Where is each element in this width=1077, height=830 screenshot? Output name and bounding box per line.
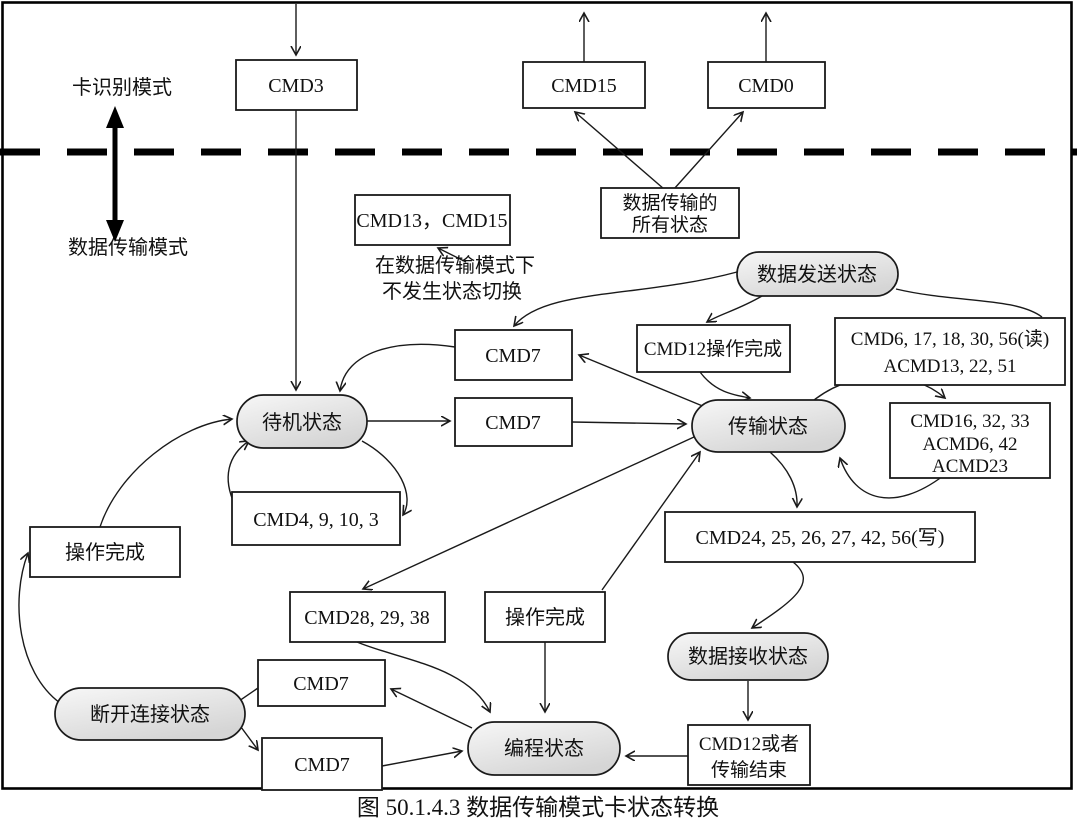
edge-allstates-to-cmd15 [575, 112, 665, 190]
cmd28-29-38-box [289, 591, 446, 643]
edge-note-to-cmd13box [438, 248, 467, 263]
edge-disconnect-to-opdoneleft [18, 553, 61, 704]
cmd13-cmd15-label: CMD13，CMD15 [356, 210, 507, 232]
cmd7-transfer-to-standby-label: CMD7 [485, 345, 541, 367]
op-done-left-label: 操作完成 [65, 541, 145, 564]
cmd4-9-10-3-label: CMD4, 9, 10, 3 [253, 509, 379, 531]
edge-datasend-to-cmd7upper [514, 271, 738, 326]
edge-transfer-to-cmd7upper [579, 355, 706, 408]
edge-cmd7upper-to-standby [340, 343, 456, 391]
edge-datasend-to-cmd12done [707, 295, 763, 322]
read-cmds-box [834, 317, 1066, 386]
cmd3-label: CMD3 [268, 75, 324, 97]
op-done-bottom-label: 操作完成 [505, 606, 585, 629]
edge-transfer-to-writecmds [769, 451, 797, 507]
edge-cmd28-to-programming [356, 641, 490, 712]
cmd7-standby-to-transfer-label: CMD7 [485, 412, 541, 434]
edge-writecmds-to-datareceive [752, 561, 805, 628]
select-cmds-label-line3: ACMD23 [932, 456, 1008, 477]
select-cmds-box [889, 402, 1051, 479]
op-done-bottom-box [484, 591, 606, 643]
state-nodes: 待机状态 传输状态 数据发送状态 数据接收状态 断开连接状态 编程状态 [54, 251, 899, 776]
cmd12-or-end-label-line2: 传输结束 [711, 759, 787, 781]
edge-opdonebottom-to-transfer [601, 452, 700, 591]
cmd7-disconnect-lower-label: CMD7 [294, 754, 350, 776]
cmd0-label: CMD0 [738, 75, 794, 97]
cmd12-done-box [636, 324, 791, 373]
edge-transfer-to-cmd28 [363, 436, 695, 589]
select-cmds-label-line2: ACMD6, 42 [922, 434, 1017, 455]
edge-cmd7disclower-to-programming [381, 751, 462, 767]
cmd7-disconnect-lower-box [261, 737, 383, 791]
command-boxes: CMD3 CMD15 CMD0 数据传输的 所有状态 CMD13，CMD15 C… [29, 59, 1066, 791]
all-states-label-line1: 数据传输的 [622, 192, 717, 214]
edge-selectcmds-to-transfer [840, 458, 944, 499]
edge-allstates-to-cmd0 [673, 112, 743, 190]
mode-switch-double-arrow-icon [106, 106, 124, 242]
cmd15-label: CMD15 [551, 75, 617, 97]
data-transfer-mode-label: 数据传输模式 [68, 236, 188, 259]
data-send-state-label: 数据发送状态 [757, 263, 877, 286]
cmd12-or-end-label-line1: CMD12或者 [699, 733, 799, 755]
cmd28-29-38-label: CMD28, 29, 38 [304, 607, 430, 629]
card-identification-mode-label: 卡识别模式 [72, 76, 172, 99]
select-cmds-label-line1: CMD16, 32, 33 [910, 411, 1029, 432]
data-receive-state-label: 数据接收状态 [688, 645, 808, 668]
cmd7-transfer-to-standby-box [454, 329, 573, 381]
figure-border [1, 1, 1073, 790]
cmd3-box [235, 59, 358, 111]
write-cmds-box [664, 511, 976, 563]
standby-state-label: 待机状态 [262, 411, 342, 434]
cmd0-box [707, 61, 826, 109]
cmd7-disconnect-upper-label: CMD7 [293, 673, 349, 695]
read-cmds-label-line2: ACMD13, 22, 51 [883, 356, 1016, 377]
all-states-label-line2: 所有状态 [632, 214, 708, 236]
edges [18, 4, 1043, 767]
note-line1: 在数据传输模式下 [375, 254, 535, 277]
cmd12-or-end-box [687, 724, 811, 786]
disconnect-state-node [54, 687, 246, 741]
disconnect-state-label: 断开连接状态 [90, 703, 210, 726]
figure-caption: 图 50.1.4.3 数据传输模式卡状态转换 [357, 795, 719, 820]
cmd7-disconnect-upper-box [257, 659, 386, 707]
cmd12-done-label: CMD12操作完成 [644, 338, 782, 360]
cmd7-standby-to-transfer-box [454, 397, 573, 447]
edge-readcmds-to-datasend [895, 288, 1043, 318]
programming-state-node [467, 721, 621, 776]
standby-state-node [236, 394, 368, 449]
transfer-state-label: 传输状态 [728, 415, 808, 438]
all-states-box [600, 187, 740, 239]
op-done-left-box [29, 526, 181, 578]
transfer-state-node [691, 399, 846, 453]
edge-opdoneleft-to-standby [99, 419, 232, 528]
data-send-state-node [736, 251, 899, 297]
edge-standby-to-cmd4box [361, 440, 407, 515]
data-receive-state-node [667, 632, 829, 681]
edge-cmd7lower-to-transfer [571, 422, 686, 424]
cmd15-box [522, 61, 646, 109]
edge-cmd12done-to-transfer [699, 371, 750, 398]
cmd4-9-10-3-box [231, 491, 401, 546]
read-cmds-label-line1: CMD6, 17, 18, 30, 56(读) [851, 328, 1049, 350]
write-cmds-label: CMD24, 25, 26, 27, 42, 56(写) [696, 527, 945, 549]
cmd13-cmd15-box [354, 194, 511, 246]
edge-programming-to-cmd7discupper [391, 689, 473, 729]
note-line2: 不发生状态切换 [382, 280, 522, 303]
programming-state-label: 编程状态 [504, 737, 584, 760]
